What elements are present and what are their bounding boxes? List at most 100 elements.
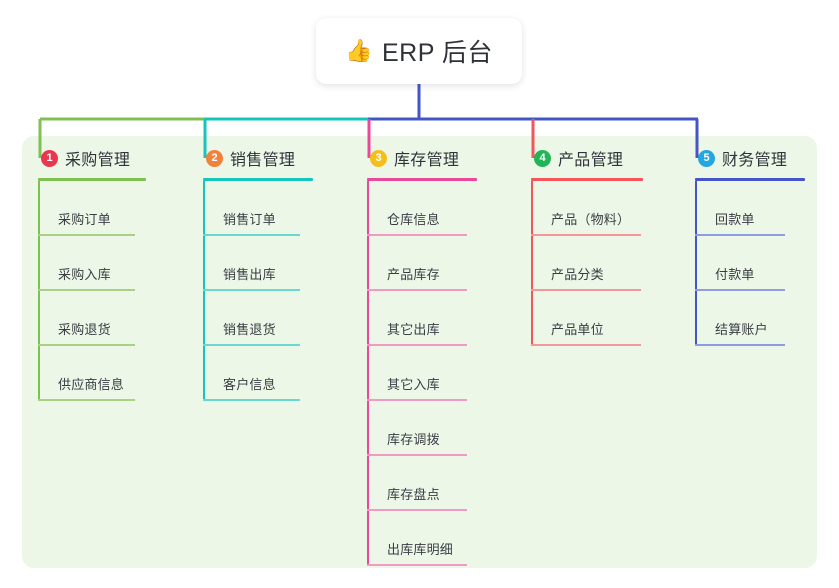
column-trunk-5: [695, 181, 697, 346]
column-header-rule-5: [695, 178, 805, 181]
list-item[interactable]: 库存调拨: [367, 401, 527, 456]
column-badge-2: 2: [206, 149, 223, 167]
list-item-label: 产品（物料）: [551, 212, 631, 227]
list-item-rule: [38, 399, 135, 401]
list-item-rule: [531, 289, 641, 291]
column-badge-3: 3: [370, 149, 387, 167]
column-2: 2 销售管理销售订单销售出库销售退货客户信息: [203, 146, 363, 401]
column-items-2: 销售订单销售出库销售退货客户信息: [203, 181, 363, 401]
list-item[interactable]: 采购订单: [38, 181, 198, 236]
list-item-rule: [367, 289, 467, 291]
column-1: 1 采购管理采购订单采购入库采购退货供应商信息: [38, 146, 198, 401]
list-item[interactable]: 结算账户: [695, 291, 839, 346]
column-3: 3 库存管理仓库信息产品库存其它出库其它入库库存调拨库存盘点出库库明细: [367, 146, 527, 566]
list-item-rule: [367, 564, 467, 566]
list-item-rule: [367, 509, 467, 511]
list-item-label: 销售订单: [223, 212, 276, 227]
column-trunk-1: [38, 181, 40, 401]
list-item-label: 库存调拨: [387, 432, 440, 447]
list-item-label: 产品分类: [551, 267, 604, 282]
list-item-rule: [38, 289, 135, 291]
list-item-label: 采购订单: [58, 212, 111, 227]
list-item-rule: [531, 234, 641, 236]
diagram-panel: [22, 136, 817, 568]
column-header-2[interactable]: 2 销售管理: [203, 146, 363, 170]
column-header-1[interactable]: 1 采购管理: [38, 146, 198, 170]
column-title-3: 库存管理: [394, 152, 460, 169]
thumbs-up-icon: 👍: [345, 38, 373, 63]
list-item-rule: [38, 344, 135, 346]
list-item[interactable]: 出库库明细: [367, 511, 527, 566]
list-item[interactable]: 客户信息: [203, 346, 363, 401]
column-header-rule-1: [38, 178, 146, 181]
list-item-label: 其它出库: [387, 322, 440, 337]
list-item-label: 供应商信息: [58, 377, 125, 392]
list-item[interactable]: 供应商信息: [38, 346, 198, 401]
column-title-5: 财务管理: [722, 152, 788, 169]
column-items-3: 仓库信息产品库存其它出库其它入库库存调拨库存盘点出库库明细: [367, 181, 527, 566]
column-items-4: 产品（物料） 产品分类产品单位: [531, 181, 691, 346]
list-item[interactable]: 其它入库: [367, 346, 527, 401]
list-item[interactable]: 产品库存: [367, 236, 527, 291]
column-5: 5 财务管理回款单付款单结算账户: [695, 146, 839, 346]
column-title-2: 销售管理: [230, 152, 296, 169]
list-item[interactable]: 其它出库: [367, 291, 527, 346]
column-badge-1: 1: [41, 149, 58, 167]
list-item-label: 采购入库: [58, 267, 111, 282]
list-item-rule: [38, 234, 135, 236]
list-item-rule: [367, 344, 467, 346]
list-item-label: 客户信息: [223, 377, 276, 392]
list-item-label: 其它入库: [387, 377, 440, 392]
list-item-label: 回款单: [715, 212, 755, 227]
list-item[interactable]: 销售出库: [203, 236, 363, 291]
list-item-label: 库存盘点: [387, 487, 440, 502]
list-item-rule: [203, 234, 300, 236]
list-item-rule: [367, 399, 467, 401]
column-trunk-2: [203, 181, 205, 401]
root-title-text: ERP 后台: [382, 39, 493, 67]
list-item-rule: [203, 289, 300, 291]
list-item-label: 结算账户: [715, 322, 768, 337]
list-item-rule: [695, 344, 785, 346]
column-trunk-4: [531, 181, 533, 346]
list-item[interactable]: 销售退货: [203, 291, 363, 346]
column-items-5: 回款单付款单结算账户: [695, 181, 839, 346]
root-title: 👍 ERP 后台: [345, 33, 493, 69]
column-badge-5: 5: [698, 149, 715, 167]
column-header-rule-4: [531, 178, 643, 181]
list-item-label: 付款单: [715, 267, 755, 282]
list-item-label: 产品单位: [551, 322, 604, 337]
list-item-rule: [695, 234, 785, 236]
list-item-label: 销售退货: [223, 322, 276, 337]
list-item-rule: [531, 344, 641, 346]
list-item[interactable]: 库存盘点: [367, 456, 527, 511]
list-item-rule: [367, 454, 467, 456]
list-item[interactable]: 仓库信息: [367, 181, 527, 236]
column-header-rule-2: [203, 178, 313, 181]
column-badge-4: 4: [534, 149, 551, 167]
list-item-rule: [367, 234, 467, 236]
root-node-card[interactable]: 👍 ERP 后台: [316, 18, 522, 84]
column-title-1: 采购管理: [65, 152, 131, 169]
list-item[interactable]: 产品分类: [531, 236, 691, 291]
list-item[interactable]: 销售订单: [203, 181, 363, 236]
list-item[interactable]: 回款单: [695, 181, 839, 236]
list-item[interactable]: 产品（物料）: [531, 181, 691, 236]
list-item[interactable]: 采购入库: [38, 236, 198, 291]
column-header-5[interactable]: 5 财务管理: [695, 146, 839, 170]
list-item[interactable]: 付款单: [695, 236, 839, 291]
list-item-label: 仓库信息: [387, 212, 440, 227]
list-item-label: 采购退货: [58, 322, 111, 337]
column-header-3[interactable]: 3 库存管理: [367, 146, 527, 170]
list-item-label: 出库库明细: [387, 542, 454, 557]
list-item[interactable]: 产品单位: [531, 291, 691, 346]
column-header-rule-3: [367, 178, 477, 181]
list-item-rule: [203, 399, 300, 401]
list-item[interactable]: 采购退货: [38, 291, 198, 346]
list-item-rule: [203, 344, 300, 346]
column-trunk-3: [367, 181, 369, 566]
list-item-label: 销售出库: [223, 267, 276, 282]
